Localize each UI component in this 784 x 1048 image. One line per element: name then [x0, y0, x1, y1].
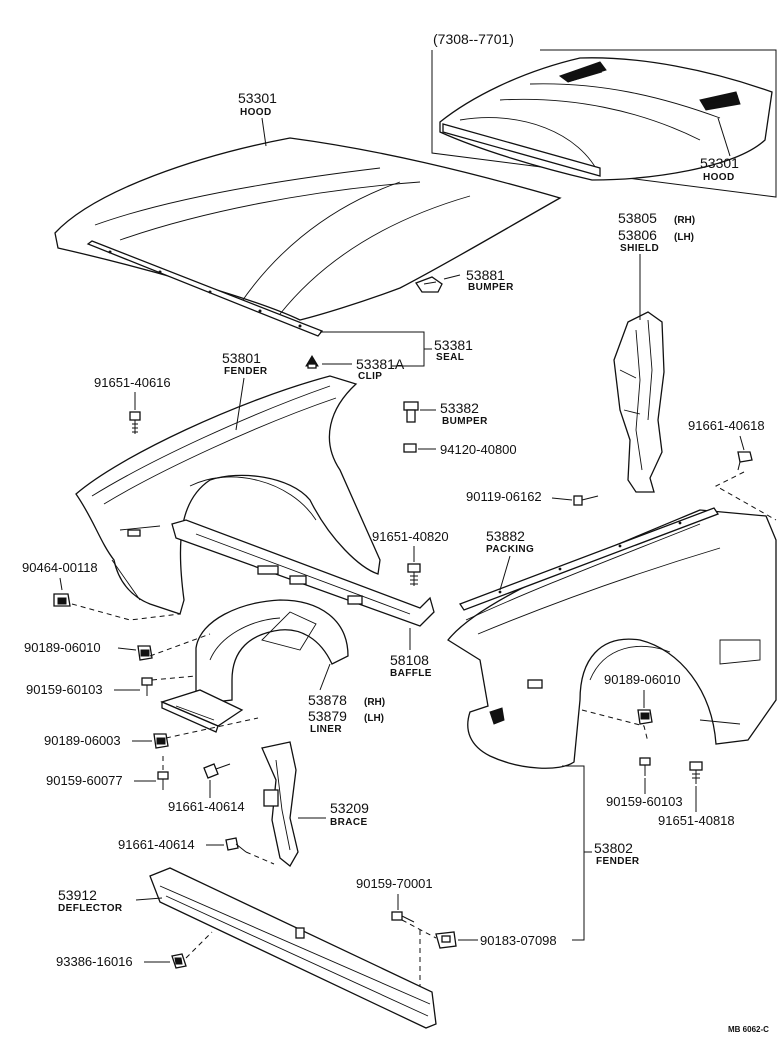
nut-90189-b-part [637, 709, 653, 725]
deflector-part [149, 867, 437, 1029]
nut-90189-c-part [153, 733, 169, 749]
bolt-91651-40820-pn: 91651-40820 [372, 529, 449, 544]
bumper-top-part [415, 276, 443, 293]
bolt-91651-40616-pn: 91651-40616 [94, 375, 171, 390]
bolt-91651-40818-pn: 91651-40818 [658, 813, 735, 828]
bolt-91661-40614-a-part [203, 763, 231, 779]
inset-panel: (7308--7701) 53301 HOOD [431, 31, 777, 198]
deflector-name: DEFLECTOR [58, 903, 123, 914]
clip-90464-part [53, 593, 71, 607]
shield-side-rh: (RH) [674, 215, 695, 226]
hood-name: HOOD [240, 107, 272, 118]
shield-part [613, 311, 665, 493]
bolt-91651-40820-part [407, 563, 421, 586]
baffle-name: BAFFLE [390, 668, 432, 679]
baffle-pn: 58108 [390, 652, 429, 668]
bolt-91661-40614-a-pn: 91661-40614 [168, 799, 245, 814]
left-fender-part [75, 375, 381, 615]
clip-90464-pn: 90464-00118 [22, 560, 98, 575]
screw-90159-d-pn: 90159-70001 [356, 876, 433, 891]
screw-90159-a-part [141, 677, 153, 696]
inset-hood-name: HOOD [703, 172, 735, 183]
nut-94120-pn: 94120-40800 [440, 442, 517, 457]
liner-part [160, 599, 349, 733]
liner-side-rh: (RH) [364, 697, 385, 708]
inset-range: (7308--7701) [433, 31, 514, 47]
bumper-mid-part [403, 401, 419, 423]
liner-side-lh: (LH) [364, 713, 384, 724]
seal-name: SEAL [436, 352, 464, 363]
clip-pn: 53381A [356, 356, 405, 372]
nut-90189-a-pn: 90189-06010 [24, 640, 101, 655]
right-fender-name: FENDER [596, 856, 640, 867]
diagram-code: MB 6062-C [728, 1025, 769, 1034]
screw-90159-c-pn: 90159-60103 [606, 794, 683, 809]
liner-pn-rh: 53878 [308, 692, 347, 708]
bolt-93386-pn: 93386-16016 [56, 954, 133, 969]
liner-name: LINER [310, 724, 342, 735]
shield-name: SHIELD [620, 243, 659, 254]
screw-90159-b-pn: 90159-60077 [46, 773, 123, 788]
clip-part [305, 355, 319, 369]
bolt-91661-40614-b-pn: 91661-40614 [118, 837, 195, 852]
screw-90119-part [573, 495, 599, 506]
bolt-93386-part [171, 953, 187, 969]
right-fender-pn: 53802 [594, 840, 633, 856]
bumper-mid-pn: 53382 [440, 400, 479, 416]
brace-pn: 53209 [330, 800, 369, 816]
bolt-91661-40618-pn: 91661-40618 [688, 418, 765, 433]
deflector-pn: 53912 [58, 887, 97, 903]
nut-90183-part [435, 931, 457, 949]
bumper-top-name: BUMPER [468, 282, 514, 293]
screw-90159-b-part [157, 771, 169, 790]
shield-pn-lh: 53806 [618, 227, 657, 243]
inset-hood-pn: 53301 [700, 155, 739, 171]
left-fender-name: FENDER [224, 366, 268, 377]
screw-90159-d-part [391, 911, 415, 923]
bumper-mid-name: BUMPER [442, 416, 488, 427]
brace-part [261, 741, 299, 867]
baffle-part [171, 519, 435, 627]
bolt-91661-40614-b-part [225, 837, 247, 853]
inset-hood-drawing [439, 57, 773, 181]
nut-94120-part [403, 443, 417, 453]
packing-name: PACKING [486, 544, 534, 555]
nut-90189-a-part [137, 645, 153, 661]
seal-pn: 53381 [434, 337, 473, 353]
hood-pn: 53301 [238, 90, 277, 106]
liner-pn-lh: 53879 [308, 708, 347, 724]
bolt-91661-40618-part [737, 451, 753, 471]
bumper-top-pn: 53881 [466, 267, 505, 283]
bolt-91651-40616-part [129, 411, 141, 434]
screw-90119-pn: 90119-06162 [466, 489, 542, 504]
right-fender-part [447, 507, 777, 769]
left-fender-pn: 53801 [222, 350, 261, 366]
brace-name: BRACE [330, 817, 368, 828]
screw-90159-a-pn: 90159-60103 [26, 682, 103, 697]
packing-pn: 53882 [486, 528, 525, 544]
shield-pn-rh: 53805 [618, 210, 657, 226]
nut-90183-pn: 90183-07098 [480, 933, 557, 948]
bolt-91651-40818-part [689, 761, 703, 784]
shield-side-lh: (LH) [674, 232, 694, 243]
clip-name: CLIP [358, 371, 382, 382]
nut-90189-c-pn: 90189-06003 [44, 733, 121, 748]
hood-drawing [54, 137, 562, 337]
nut-90189-b-pn: 90189-06010 [604, 672, 681, 687]
screw-90159-c-part [639, 757, 651, 776]
